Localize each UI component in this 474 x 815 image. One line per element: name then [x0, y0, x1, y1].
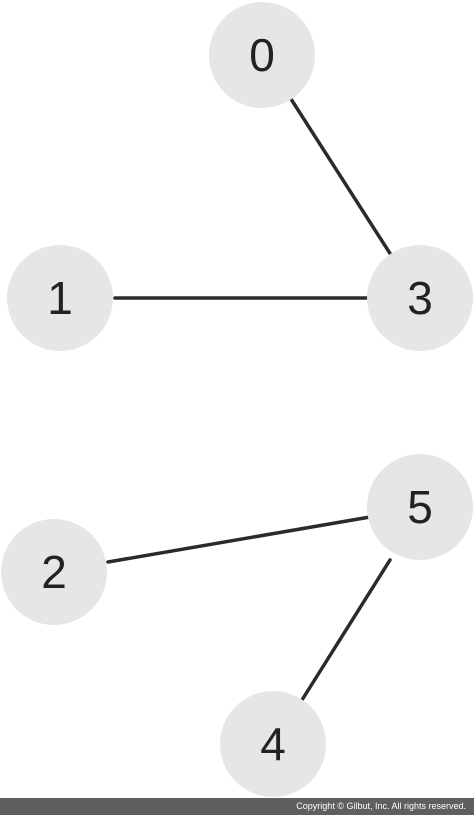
node-2: 2: [1, 519, 107, 625]
copyright-footer: Copyright © Gilbut, Inc. All rights rese…: [0, 798, 474, 815]
edge-2-5: [106, 515, 372, 564]
node-4: 4: [220, 691, 326, 797]
node-0-label: 0: [249, 29, 275, 81]
node-5: 5: [367, 454, 473, 560]
node-1-circle: [7, 245, 113, 351]
node-1-label: 1: [47, 272, 73, 324]
node-3-circle: [367, 245, 473, 351]
nodes-layer: 0 1 2 3 4 5: [1, 2, 473, 797]
node-2-label: 2: [41, 546, 67, 598]
node-3-label: 3: [407, 272, 433, 324]
node-0-circle: [209, 2, 315, 108]
node-0: 0: [209, 2, 315, 108]
edges-layer: [106, 97, 393, 702]
edge-0-3: [289, 97, 393, 257]
node-3: 3: [367, 245, 473, 351]
node-4-label: 4: [260, 718, 286, 770]
node-5-circle: [367, 454, 473, 560]
graph-diagram: 0 1 2 3 4 5: [1, 2, 473, 797]
node-1: 1: [7, 245, 113, 351]
edge-5-4: [300, 558, 392, 702]
node-5-label: 5: [407, 481, 433, 533]
node-2-circle: [1, 519, 107, 625]
copyright-text: Copyright © Gilbut, Inc. All rights rese…: [296, 801, 466, 811]
node-4-circle: [220, 691, 326, 797]
